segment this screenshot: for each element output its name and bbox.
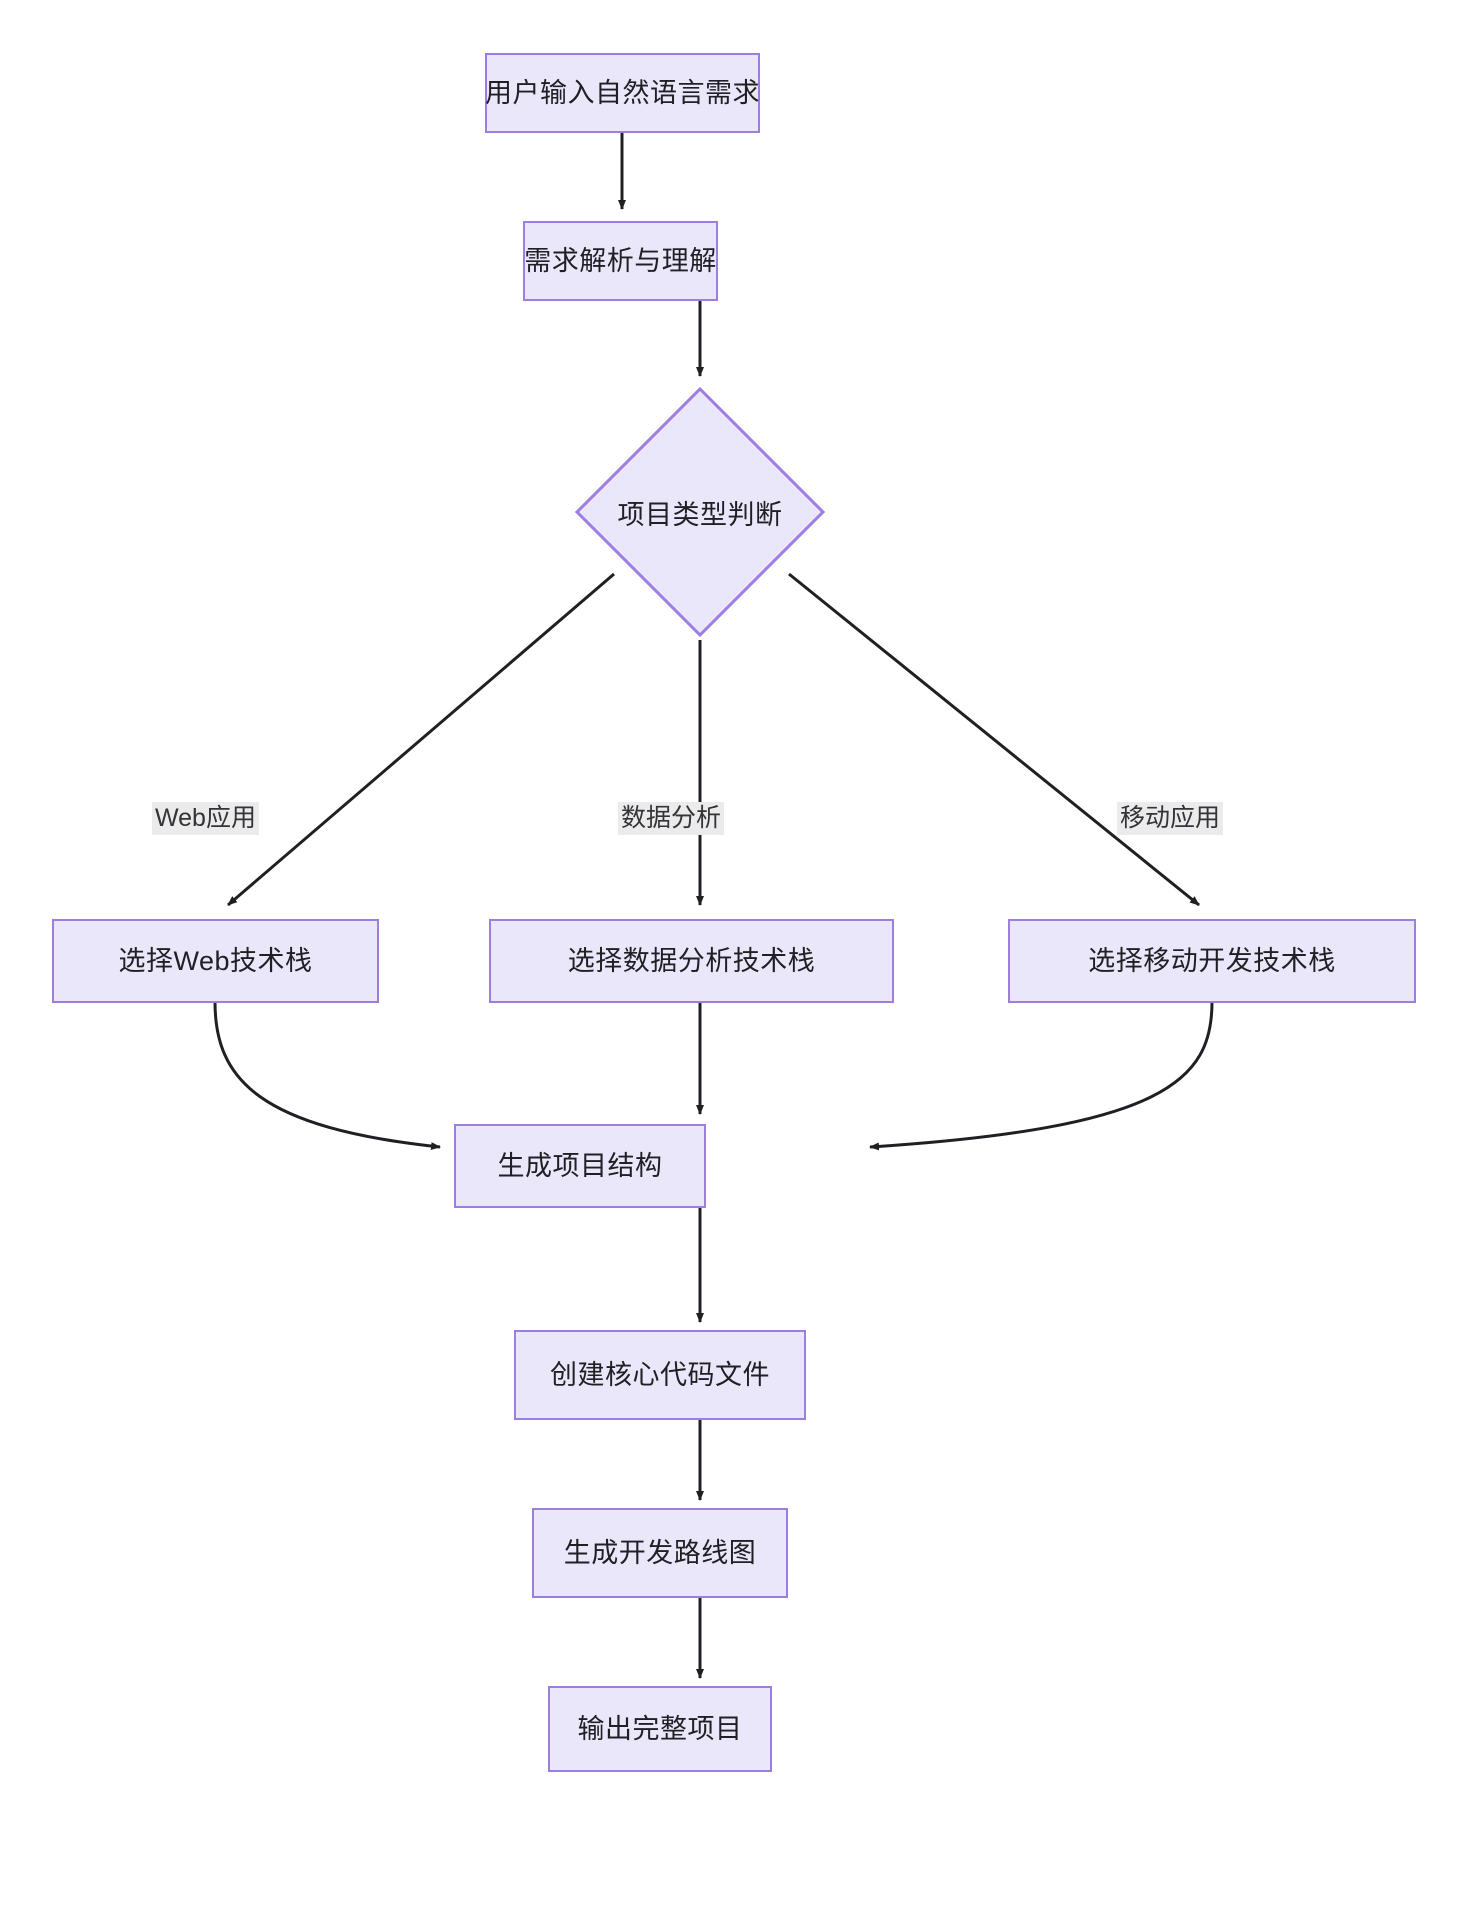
node-label: 用户输入自然语言需求	[485, 77, 760, 108]
node-label: 选择数据分析技术栈	[567, 945, 816, 976]
node-user-input[interactable]: 用户输入自然语言需求	[485, 53, 760, 133]
node-label: 需求解析与理解	[524, 245, 717, 276]
edge-n6-n7	[869, 1001, 1214, 1151]
node-label: 生成项目结构	[497, 1150, 663, 1181]
node-label: 选择移动开发技术栈	[1088, 945, 1336, 976]
node-create-core-files[interactable]: 创建核心代码文件	[514, 1330, 806, 1420]
node-output-project[interactable]: 输出完整项目	[548, 1686, 772, 1772]
node-project-type-decision[interactable]: 项目类型判断	[575, 387, 825, 637]
node-generate-roadmap[interactable]: 生成开发路线图	[532, 1508, 788, 1598]
node-select-mobile-stack[interactable]: 选择移动开发技术栈	[1008, 919, 1416, 1003]
node-label: 生成开发路线图	[563, 1537, 757, 1568]
node-generate-structure[interactable]: 生成项目结构	[454, 1124, 706, 1208]
node-label: 输出完整项目	[577, 1713, 743, 1744]
edge-label-data: 数据分析	[618, 802, 725, 836]
node-select-web-stack[interactable]: 选择Web技术栈	[52, 919, 379, 1003]
node-requirement-parsing[interactable]: 需求解析与理解	[523, 221, 718, 301]
node-label: 项目类型判断	[617, 499, 783, 530]
edge-n3-n4	[227, 572, 615, 907]
node-select-data-stack[interactable]: 选择数据分析技术栈	[489, 919, 894, 1003]
edge-label-web: Web应用	[152, 802, 259, 836]
edge-n4-n7	[213, 1001, 441, 1151]
edge-label-mobile: 移动应用	[1117, 802, 1224, 836]
node-label: 选择Web技术栈	[118, 945, 313, 976]
edge-n3-n6	[788, 572, 1200, 907]
node-label: 创建核心代码文件	[550, 1359, 770, 1390]
diamond-shape	[575, 387, 825, 637]
